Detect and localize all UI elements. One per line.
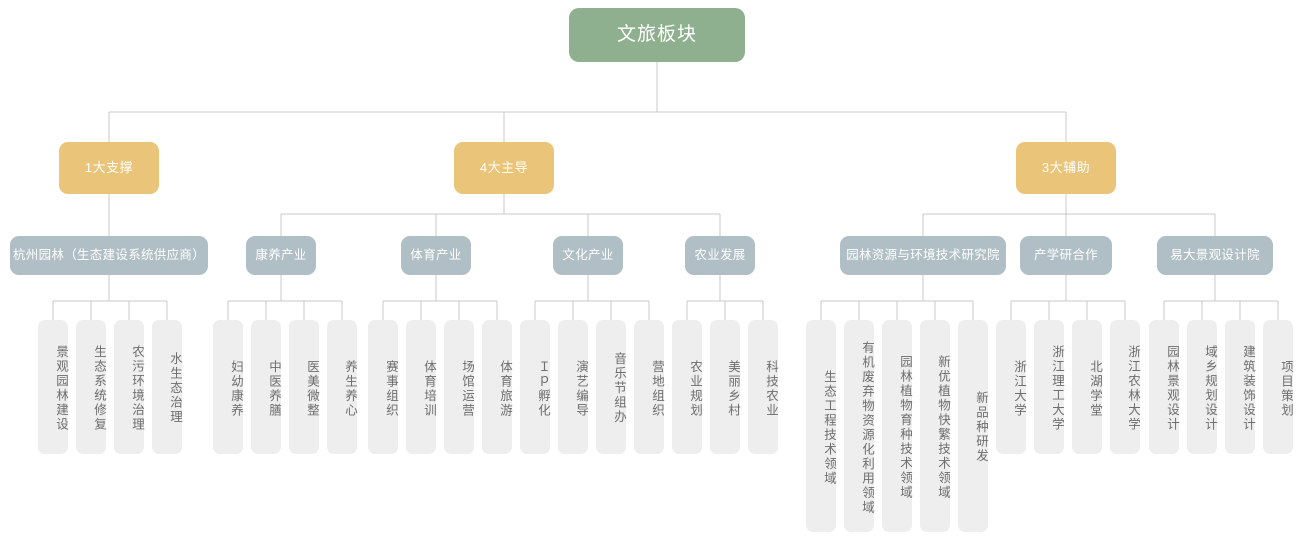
leaf-node[interactable]: 项目策划 <box>1263 320 1293 454</box>
leaf-node[interactable]: 新优植物快繁技术领域 <box>920 320 950 532</box>
leaf-node[interactable]: Ｉｐ孵化 <box>520 320 550 454</box>
node-unit-label: 农业发展 <box>694 248 746 263</box>
leaf-node[interactable]: 场馆运营 <box>444 320 474 454</box>
leaf-label: 水生态治理 <box>168 352 182 425</box>
leaf-node[interactable]: 医美微整 <box>289 320 319 454</box>
leaf-label: 农污环境治理 <box>130 345 144 432</box>
leaf-label: 有机废弃物资源化利用领域 <box>860 340 874 515</box>
leaf-node[interactable]: 赛事组织 <box>368 320 398 454</box>
leaf-label: 项目策划 <box>1279 359 1293 418</box>
leaf-node[interactable]: 景观园林建设 <box>38 320 68 454</box>
leaf-label: 生态工程技术领域 <box>822 369 836 486</box>
leaf-node[interactable]: 浙江大学 <box>996 320 1026 454</box>
node-unit-label: 易大景观设计院 <box>1170 248 1260 263</box>
node-root-label: 文旅板块 <box>616 24 697 46</box>
node-unit-label: 园林资源与环境技术研究院 <box>846 248 1000 263</box>
leaf-label: 美丽乡村 <box>726 359 740 418</box>
node-unit-chanxueyan-hezuo[interactable]: 产学研合作 <box>1020 236 1112 275</box>
node-category-label: 3大辅助 <box>1041 160 1091 176</box>
leaf-node[interactable]: 美丽乡村 <box>710 320 740 454</box>
leaf-label: 体育旅游 <box>498 359 512 418</box>
leaf-label: 赛事组织 <box>384 359 398 418</box>
leaf-node[interactable]: 新品种研发 <box>958 320 988 532</box>
node-unit-label: 文化产业 <box>562 248 614 263</box>
node-unit-hangzhou-yuanlin[interactable]: 杭州园林（生态建设系统供应商） <box>10 236 208 275</box>
leaf-label: 浙江理工大学 <box>1050 345 1064 432</box>
leaf-label: 新品种研发 <box>974 391 988 464</box>
leaf-node[interactable]: 北湖学堂 <box>1072 320 1102 454</box>
leaf-node[interactable]: 浙江理工大学 <box>1034 320 1064 454</box>
node-unit-yanjiuyuan[interactable]: 园林资源与环境技术研究院 <box>840 236 1006 275</box>
leaf-label: 医美微整 <box>305 359 319 418</box>
leaf-node[interactable]: 生态系统修复 <box>76 320 106 454</box>
leaf-label: 景观园林建设 <box>54 345 68 432</box>
leaf-label: 园林植物育种技术领域 <box>898 355 912 500</box>
leaf-label: 科技农业 <box>764 359 778 418</box>
leaf-label: 北湖学堂 <box>1088 359 1102 418</box>
leaf-node[interactable]: 中医养膳 <box>251 320 281 454</box>
node-unit-label: 杭州园林（生态建设系统供应商） <box>13 248 206 263</box>
node-unit-tiyu-chanye[interactable]: 体育产业 <box>401 236 471 275</box>
leaf-node[interactable]: 浙江农林大学 <box>1110 320 1140 454</box>
leaf-node[interactable]: 有机废弃物资源化利用领域 <box>844 320 874 532</box>
leaf-node[interactable]: 农污环境治理 <box>114 320 144 454</box>
leaf-label: Ｉｐ孵化 <box>536 359 550 418</box>
leaf-node[interactable]: 科技农业 <box>748 320 778 454</box>
leaf-node[interactable]: 养生养心 <box>327 320 357 454</box>
node-unit-label: 康养产业 <box>255 248 307 263</box>
leaf-node[interactable]: 体育培训 <box>406 320 436 454</box>
node-category-1da-zhicheng[interactable]: 1大支撑 <box>59 142 159 194</box>
node-category-label: 4大主导 <box>479 160 529 176</box>
node-unit-kangyang-chanye[interactable]: 康养产业 <box>246 236 316 275</box>
leaf-label: 新优植物快繁技术领域 <box>936 355 950 500</box>
leaf-node[interactable]: 农业规划 <box>672 320 702 454</box>
leaf-label: 域乡规划设计 <box>1203 345 1217 432</box>
leaf-label: 生态系统修复 <box>92 345 106 432</box>
node-unit-nongye-fazhan[interactable]: 农业发展 <box>685 236 755 275</box>
leaf-label: 浙江大学 <box>1012 359 1026 418</box>
leaf-node[interactable]: 水生态治理 <box>152 320 182 454</box>
leaf-label: 场馆运营 <box>460 359 474 418</box>
leaf-label: 妇幼康养 <box>229 359 243 418</box>
node-unit-wenhua-chanye[interactable]: 文化产业 <box>553 236 623 275</box>
leaf-node[interactable]: 体育旅游 <box>482 320 512 454</box>
leaf-label: 演艺编导 <box>574 359 588 418</box>
leaf-node[interactable]: 园林植物育种技术领域 <box>882 320 912 532</box>
node-category-4da-zhudao[interactable]: 4大主导 <box>454 142 554 194</box>
leaf-node[interactable]: 演艺编导 <box>558 320 588 454</box>
node-category-3da-fuzhu[interactable]: 3大辅助 <box>1016 142 1116 194</box>
leaf-node[interactable]: 域乡规划设计 <box>1187 320 1217 454</box>
node-root[interactable]: 文旅板块 <box>569 8 745 62</box>
leaf-node[interactable]: 音乐节组办 <box>596 320 626 454</box>
node-unit-label: 产学研合作 <box>1033 248 1098 263</box>
leaf-label: 音乐节组办 <box>612 352 626 425</box>
node-category-label: 1大支撑 <box>84 160 134 176</box>
node-unit-label: 体育产业 <box>410 248 462 263</box>
leaf-label: 养生养心 <box>343 359 357 418</box>
leaf-node[interactable]: 生态工程技术领域 <box>806 320 836 532</box>
leaf-label: 营地组织 <box>650 359 664 418</box>
leaf-label: 农业规划 <box>688 359 702 418</box>
leaf-node[interactable]: 营地组织 <box>634 320 664 454</box>
leaf-node[interactable]: 妇幼康养 <box>213 320 243 454</box>
leaf-label: 体育培训 <box>422 359 436 418</box>
leaf-label: 浙江农林大学 <box>1126 345 1140 432</box>
leaf-node[interactable]: 园林景观设计 <box>1149 320 1179 454</box>
leaf-node[interactable]: 建筑装饰设计 <box>1225 320 1255 454</box>
leaf-label: 园林景观设计 <box>1165 345 1179 432</box>
node-unit-yida-jingguan[interactable]: 易大景观设计院 <box>1157 236 1273 275</box>
leaf-label: 建筑装饰设计 <box>1241 345 1255 432</box>
leaf-label: 中医养膳 <box>267 359 281 418</box>
